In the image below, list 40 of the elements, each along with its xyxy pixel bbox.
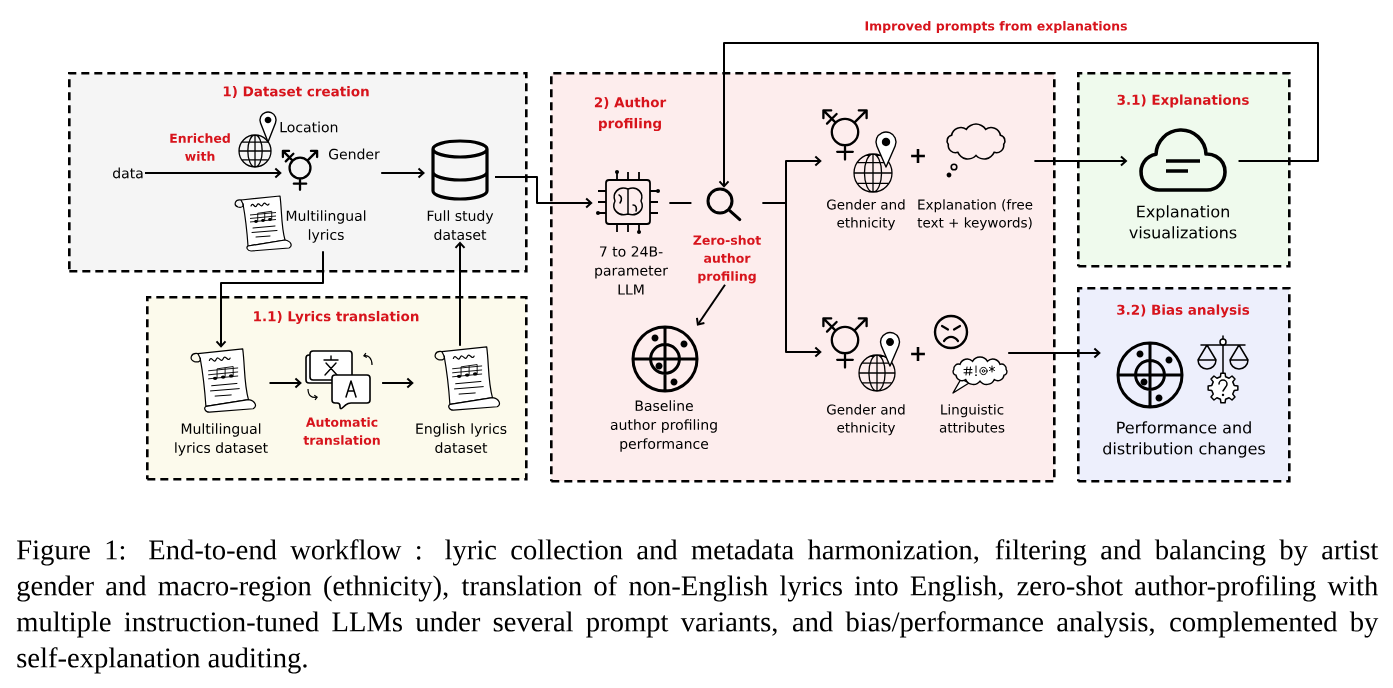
edge-label: Improved prompts from explanations xyxy=(865,20,1127,34)
step-label: data xyxy=(113,167,143,179)
plus-sign: + xyxy=(911,347,925,361)
step-label: Automatic translation xyxy=(303,417,380,445)
step-label: Baseline author profiling performance xyxy=(610,400,717,452)
step-label: Linguistic attributes xyxy=(939,404,1005,433)
step-label: Full study dataset xyxy=(427,210,494,241)
arrow xyxy=(380,167,425,179)
arrow xyxy=(761,202,822,358)
step-label: English lyrics dataset xyxy=(416,423,507,454)
step-label: Explanation (free text + keywords) xyxy=(917,199,1033,231)
step-label: Gender and ethnicity xyxy=(827,199,905,231)
arrow xyxy=(718,42,1319,188)
step-label: Multilingual lyrics xyxy=(286,210,366,243)
step-label: Gender xyxy=(329,148,380,160)
panel-heading: 3.2) Bias analysis xyxy=(1117,304,1250,318)
arrow xyxy=(268,377,302,389)
arrow xyxy=(215,250,324,348)
connector-line xyxy=(668,202,693,204)
step-label: Performance and distribution changes xyxy=(1103,421,1265,458)
edge-label: Enriched with xyxy=(170,133,230,161)
arrow xyxy=(1033,155,1128,167)
panel-heading: 3.1) Explanations xyxy=(1117,94,1249,108)
panel-heading: 2) Author profiling xyxy=(594,96,667,132)
panel-heading: 1) Dataset creation xyxy=(223,86,369,99)
plus-sign: + xyxy=(911,149,925,163)
step-label: 7 to 24B- parameter LLM xyxy=(595,246,668,295)
panel-heading: 1.1) Lyrics translation xyxy=(254,310,419,325)
arrow xyxy=(695,283,726,326)
step-label: Location xyxy=(280,121,338,133)
arrow xyxy=(144,167,282,179)
arrow xyxy=(494,176,593,209)
arrow xyxy=(381,377,414,389)
arrow xyxy=(454,241,466,347)
arrow xyxy=(1007,347,1101,359)
step-label: Multilingual lyrics dataset xyxy=(175,423,268,456)
figure-caption: Figure 1: End-to-end workflow : lyric collection and metadata harmonization, filtering and balancing by artist gender and macro-region (ethnicity), translation of non-English lyrics into English, zero-shot author-profiling with multiple instruction-tuned LLMs under several prompt variants, and bias/performance analysis, complemented by self-explanation auditing. xyxy=(16,539,1379,674)
step-label: Explanation visualizations xyxy=(1129,205,1237,239)
step-label: Gender and ethnicity xyxy=(827,404,905,436)
step-label: Zero-shot author profiling xyxy=(693,235,761,284)
